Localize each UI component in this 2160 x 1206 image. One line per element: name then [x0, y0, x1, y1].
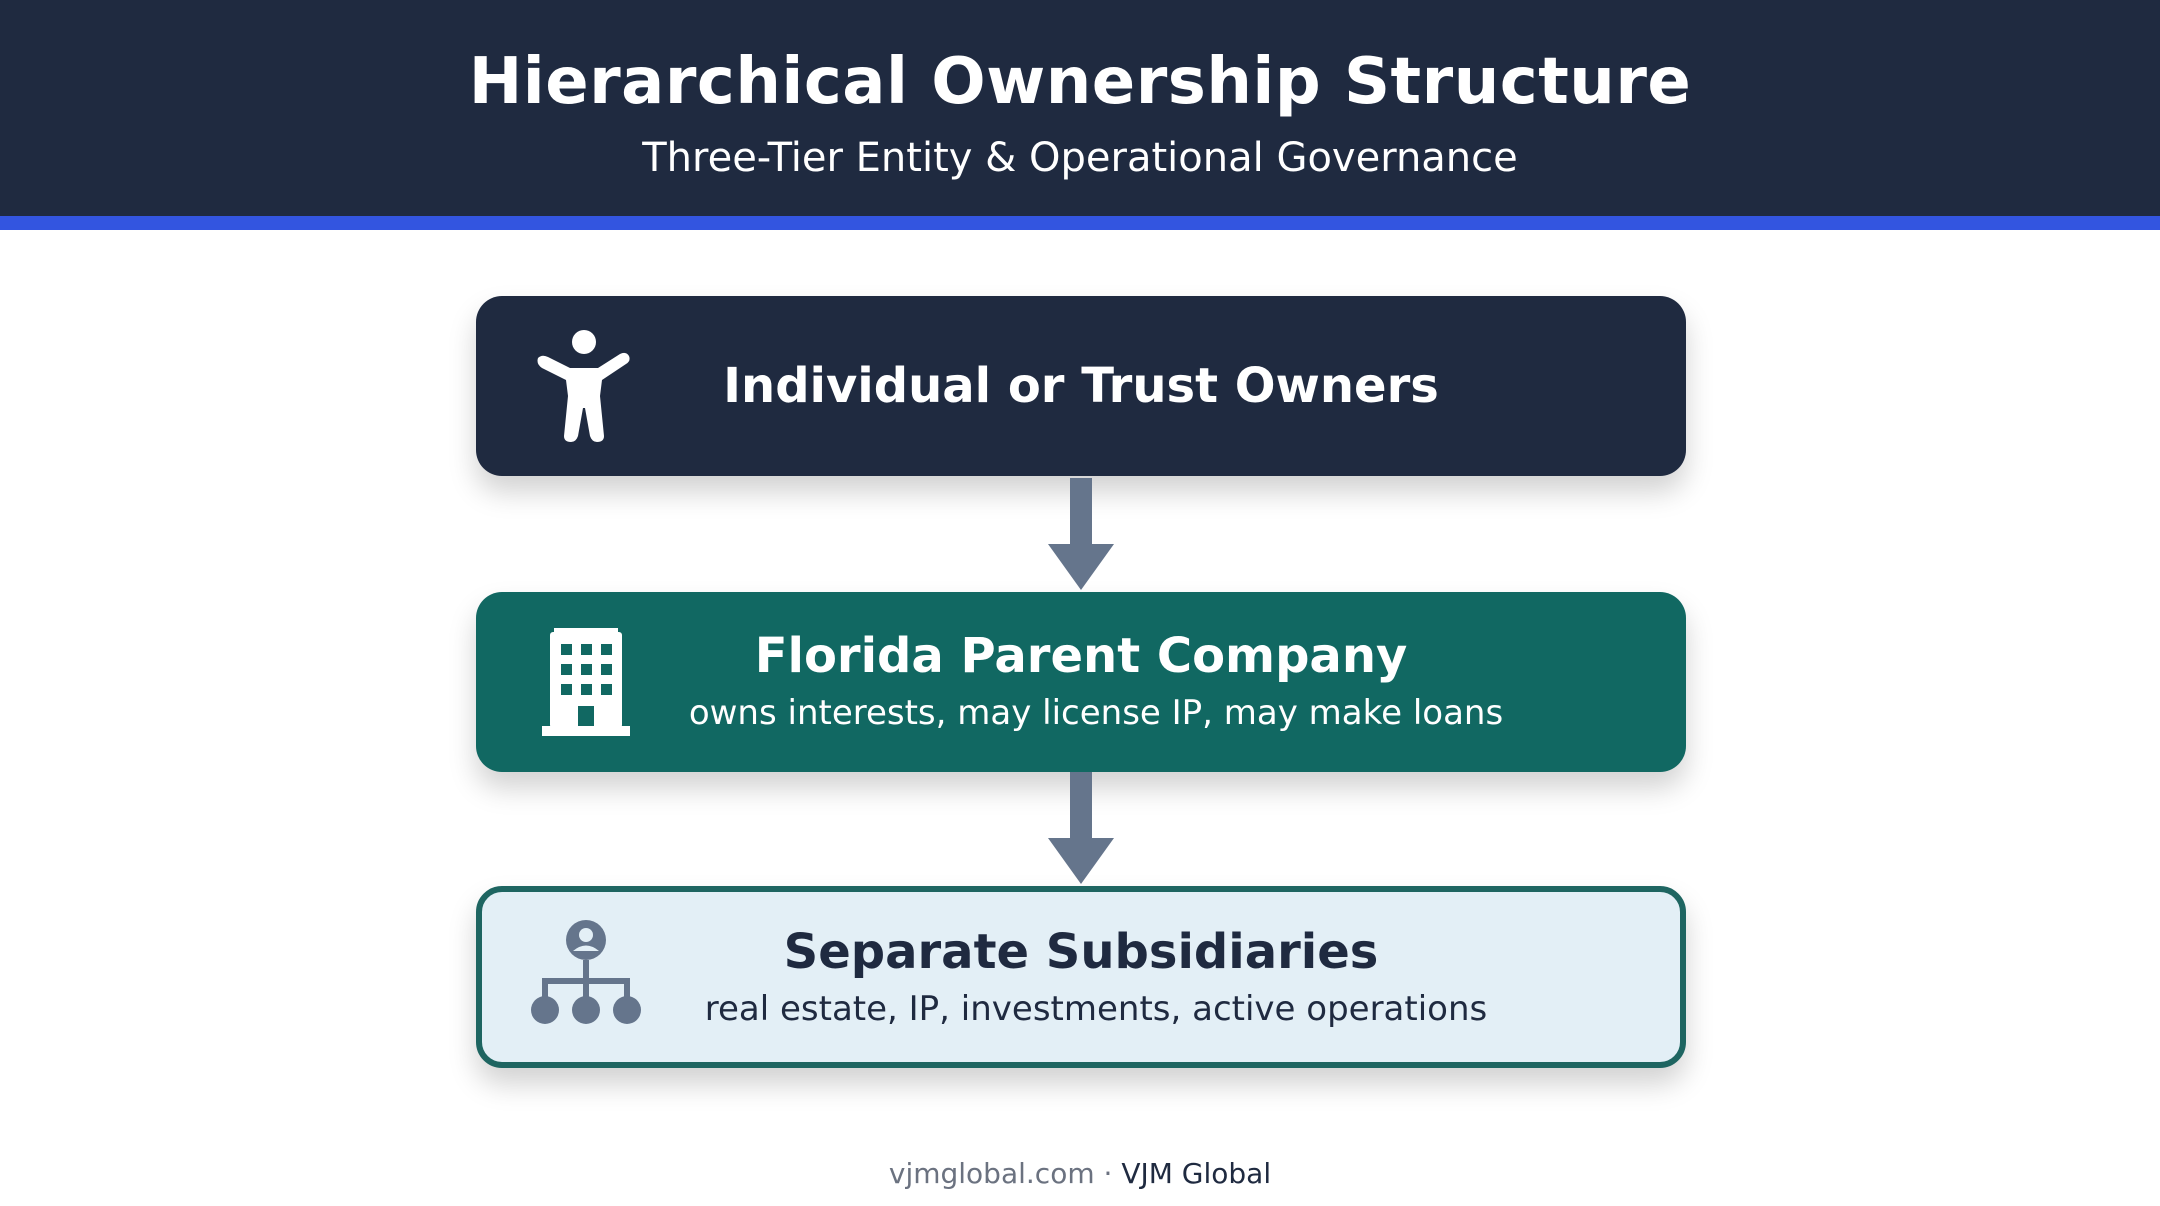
tier-subsidiaries-box: Separate Subsidiaries real estate, IP, i…	[476, 886, 1686, 1068]
tier-subsidiaries-description: real estate, IP, investments, active ope…	[704, 989, 1488, 1029]
footer-separator: ·	[1094, 1157, 1122, 1190]
footer-site-link[interactable]: vjmglobal.com	[888, 1157, 1095, 1190]
footer-brand: VJM Global	[1121, 1157, 1272, 1190]
page-subtitle: Three-Tier Entity & Operational Governan…	[642, 135, 1518, 181]
arrow-down-connector	[1048, 772, 1114, 884]
header-banner: Hierarchical Ownership Structure Three-T…	[0, 0, 2160, 216]
tier-parent-company-box: Florida Parent Company owns interests, m…	[476, 592, 1686, 772]
arrow-down-connector	[1048, 478, 1114, 590]
tier-parent-company-description: owns interests, may license IP, may make…	[688, 693, 1504, 733]
tier-owners-box: Individual or Trust Owners	[476, 296, 1686, 476]
tier-owners-title: Individual or Trust Owners	[723, 358, 1439, 414]
page-title: Hierarchical Ownership Structure	[468, 45, 1692, 119]
footer-credit: vjmglobal.com · VJM Global	[0, 1154, 2160, 1194]
tier-parent-company-title: Florida Parent Company	[754, 628, 1408, 684]
building-icon	[542, 628, 630, 736]
accent-bar	[0, 216, 2160, 230]
org-chart-icon	[531, 920, 641, 1024]
tier-subsidiaries-title: Separate Subsidiaries	[783, 924, 1379, 980]
person-icon	[537, 330, 630, 442]
